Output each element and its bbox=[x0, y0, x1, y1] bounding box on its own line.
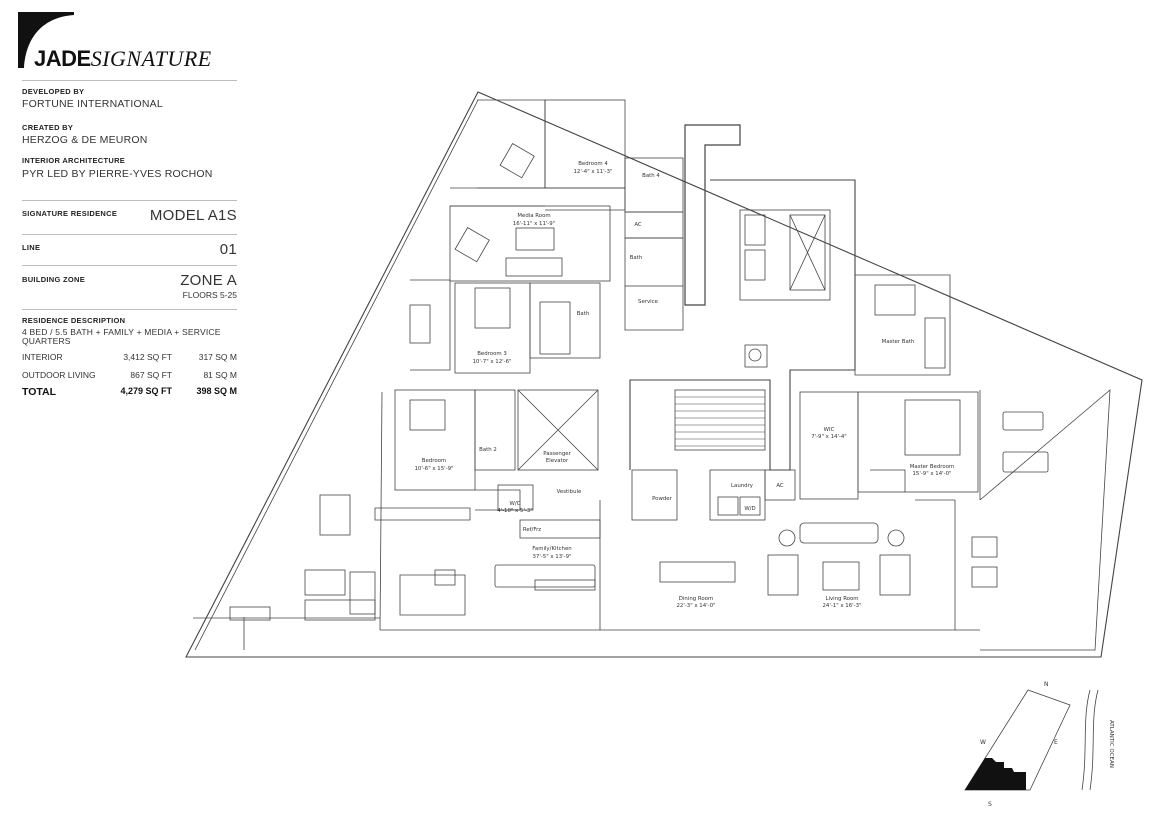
line-value: 01 bbox=[219, 241, 237, 258]
divider bbox=[22, 200, 237, 201]
stair bbox=[674, 389, 766, 451]
label-wic-master: WIC bbox=[824, 427, 835, 433]
brand-name-bold: JADE bbox=[34, 46, 91, 71]
label-bedroom4: Bedroom 4 bbox=[578, 161, 608, 167]
label-bath4: Bath 4 bbox=[642, 173, 660, 179]
label-elevator-2: Elevator bbox=[546, 458, 569, 464]
dim-wic-master: 7'-9" x 14'-4" bbox=[811, 434, 847, 440]
ocean-label: ATLANTIC OCEAN bbox=[1108, 720, 1114, 768]
dim-living: 24'-1" x 16'-3" bbox=[822, 603, 861, 609]
powder-room bbox=[631, 469, 678, 521]
residence-value: MODEL A1S bbox=[149, 207, 237, 224]
description-label: RESIDENCE DESCRIPTION bbox=[22, 316, 126, 325]
label-wd: W/D bbox=[744, 506, 755, 512]
shoreline bbox=[1081, 689, 1091, 791]
label-bath3: Bath bbox=[577, 311, 590, 317]
line-label: LINE bbox=[22, 243, 41, 252]
developer-label: DEVELOPED BY bbox=[22, 87, 85, 96]
compass-east: E bbox=[1054, 739, 1058, 746]
total-area-sqft: 4,279 SQ FT bbox=[120, 386, 172, 396]
description-summary: 4 BED / 5.5 BATH + FAMILY + MEDIA + SERV… bbox=[22, 327, 221, 346]
total-area-name: TOTAL bbox=[22, 386, 57, 398]
label-master-bath: Master Bath bbox=[882, 339, 915, 345]
outdoor-area-name: OUTDOOR LIVING bbox=[22, 370, 96, 380]
dim-dining: 22'-3" x 14'-0" bbox=[676, 603, 715, 609]
dim-kitchen: 37'-5" x 13'-9" bbox=[532, 554, 571, 560]
outer-boundary bbox=[185, 91, 1143, 658]
interior-area-sqft: 3,412 SQ FT bbox=[123, 352, 172, 362]
coffee-table bbox=[822, 561, 860, 591]
brand-name-script: SIGNATURE bbox=[90, 46, 212, 71]
dining-table bbox=[659, 561, 736, 583]
divider bbox=[22, 234, 237, 235]
label-vestibule: Vestibule bbox=[557, 489, 582, 495]
outdoor-area-sqm: 81 SQ M bbox=[203, 370, 237, 380]
interior-label: INTERIOR ARCHITECTURE bbox=[22, 156, 126, 165]
divider bbox=[22, 80, 237, 81]
creator-value: HERZOG & DE MEURON bbox=[22, 134, 148, 146]
label-living: Living Room bbox=[825, 596, 858, 602]
label-elevator-1: Passenger bbox=[543, 451, 571, 457]
label-bedroom3: Bedroom 3 bbox=[477, 351, 507, 357]
label-dining: Dining Room bbox=[679, 596, 713, 602]
label-bath2: Bath 2 bbox=[479, 447, 497, 453]
label-master-bed: Master Bedroom bbox=[910, 464, 955, 470]
kitchen-sofa bbox=[399, 574, 466, 616]
dim-wic2: 4'-10" x 5'-3" bbox=[497, 508, 533, 514]
label-laundry: Laundry bbox=[731, 483, 754, 489]
compass-north: N bbox=[1044, 681, 1049, 688]
label-bedroom2: Bedroom bbox=[422, 458, 446, 464]
brand-logo: JADESIGNATURE bbox=[34, 46, 212, 72]
compass-west: W bbox=[980, 739, 986, 746]
dim-bedroom4: 12'-4" x 11'-3" bbox=[573, 169, 612, 175]
label-service: Service bbox=[638, 299, 659, 305]
label-ac1: AC bbox=[634, 222, 642, 228]
developer-value: FORTUNE INTERNATIONAL bbox=[22, 98, 163, 110]
dim-master-bed: 15'-9" x 14'-0" bbox=[912, 471, 951, 477]
divider bbox=[22, 265, 237, 266]
divider bbox=[22, 309, 237, 310]
label-powder: Powder bbox=[652, 496, 673, 502]
key-plan-unit-marker bbox=[965, 758, 1026, 790]
label-ref: Ref/Frz bbox=[523, 527, 541, 533]
media-room bbox=[449, 205, 611, 282]
zone-value: ZONE A bbox=[180, 272, 237, 289]
label-bath-service: Bath bbox=[630, 255, 643, 261]
residence-label: SIGNATURE RESIDENCE bbox=[22, 209, 118, 218]
dim-media: 16'-11" x 11'-9" bbox=[513, 221, 555, 227]
label-ac2: AC bbox=[776, 483, 784, 489]
dim-bedroom2: 10'-6" x 15'-9" bbox=[414, 466, 453, 472]
dim-bedroom3: 10'-7" x 12'-6" bbox=[472, 359, 511, 365]
interior-area-name: INTERIOR bbox=[22, 352, 63, 362]
interior-area-sqm: 317 SQ M bbox=[198, 352, 237, 362]
master-bedroom bbox=[857, 391, 979, 493]
compass-south: S bbox=[988, 801, 992, 808]
terrace-inner bbox=[194, 99, 1111, 651]
outdoor-area-sqft: 867 SQ FT bbox=[130, 370, 172, 380]
floors-value: FLOORS 5-25 bbox=[182, 290, 237, 300]
zone-label: BUILDING ZONE bbox=[22, 275, 86, 284]
label-kitchen: Family/Kitchen bbox=[532, 546, 571, 552]
interior-value: PYR LED BY PIERRE-YVES ROCHON bbox=[22, 168, 213, 180]
total-area-sqm: 398 SQ M bbox=[196, 386, 237, 396]
label-media: Media Room bbox=[517, 213, 550, 219]
label-wic2: W/C bbox=[510, 501, 521, 507]
creator-label: CREATED BY bbox=[22, 123, 74, 132]
logo-mark-icon bbox=[18, 12, 74, 68]
